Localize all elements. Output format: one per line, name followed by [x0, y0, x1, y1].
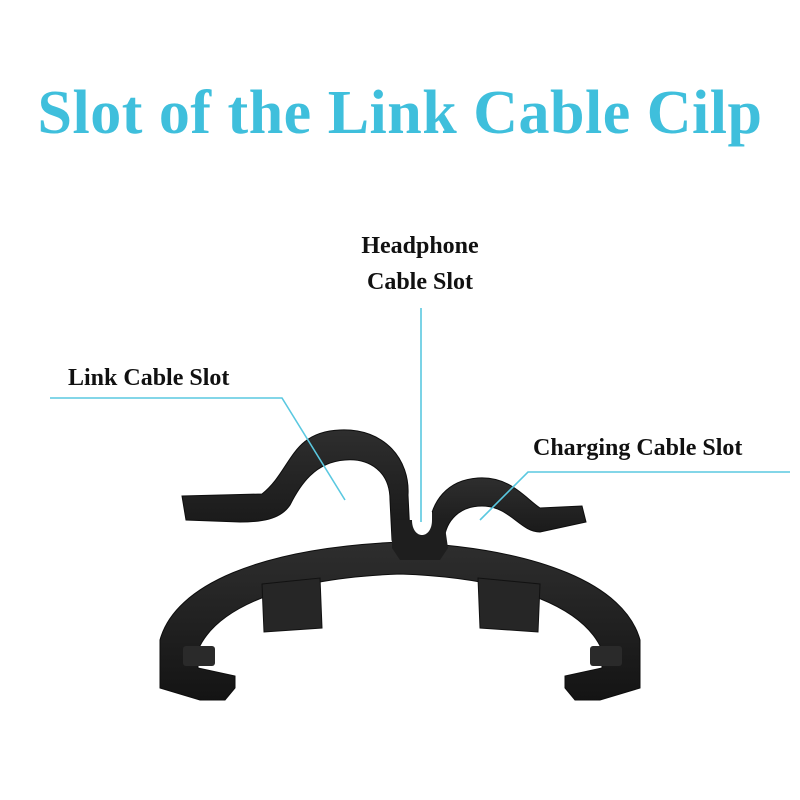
clip-center-neck [392, 520, 448, 560]
clip-headphone-notch [412, 512, 432, 535]
clip-left-hook [181, 429, 426, 555]
page-title: Slot of the Link Cable Cilp [37, 79, 763, 147]
charging-leader-line [479, 471, 790, 521]
headphone-slot-label-line1: Headphone [361, 233, 479, 259]
clip-left-tab [183, 646, 215, 666]
clip-left-post [261, 577, 323, 633]
charging-slot-label: Charging Cable Slot [533, 435, 743, 461]
headphone-slot-label-line2: Cable Slot [366, 269, 473, 295]
link-slot-label: Link Cable Slot [68, 365, 230, 391]
clip-right-post [477, 577, 541, 633]
clip-right-tab [590, 646, 622, 666]
clip-right-hook [427, 477, 587, 551]
link-leader-line [50, 397, 346, 501]
cable-clip-image [159, 429, 641, 701]
headphone-slot-label: Headphone Cable Slot [300, 228, 540, 300]
leader-lines [50, 308, 790, 522]
clip-arch [159, 541, 641, 701]
